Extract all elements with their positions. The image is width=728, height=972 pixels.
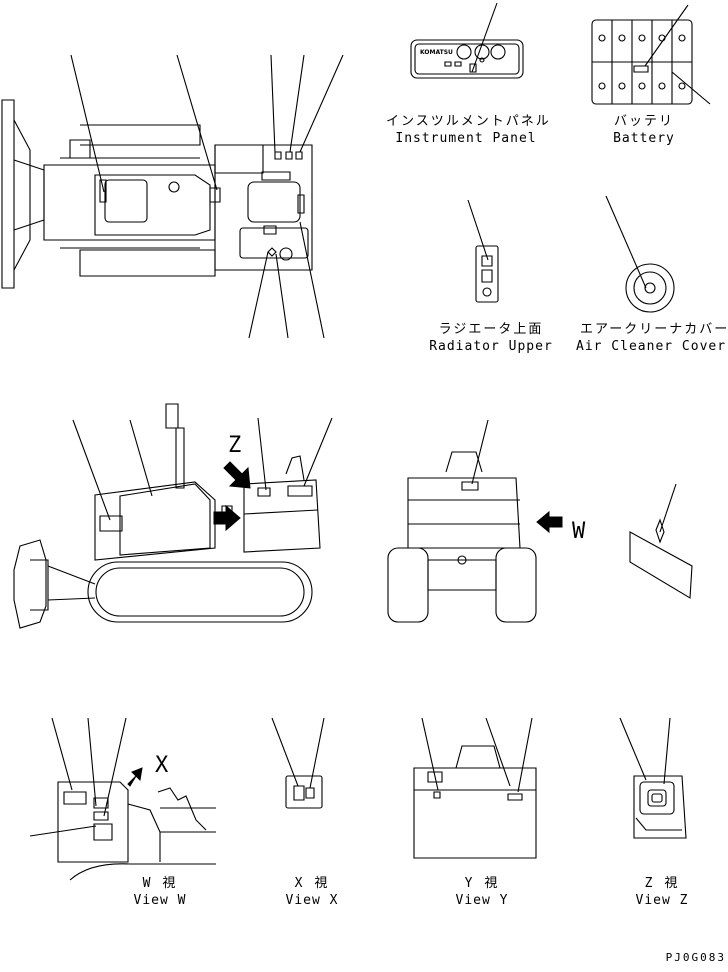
caption-air-cleaner-cover-ja: エアークリーナカバー	[580, 322, 728, 337]
view-letter-x: X	[155, 753, 169, 778]
view-letter-w: W	[572, 519, 586, 544]
caption-radiator-upper-ja: ラジエータ上面	[438, 322, 544, 337]
caption-view-x-ja: X 視	[294, 876, 330, 891]
caption-view-w-ja: W 視	[142, 876, 178, 891]
caption-instrument-panel-en: Instrument Panel	[395, 131, 537, 146]
label-plate-figure	[630, 484, 692, 598]
top-view-bulldozer	[2, 55, 343, 338]
caption-air-cleaner-cover-en: Air Cleaner Cover	[576, 339, 727, 354]
battery-figure	[592, 5, 710, 104]
drawing-code: PJ0G083	[665, 951, 726, 964]
rear-view-bulldozer: W	[388, 420, 586, 622]
caption-view-y-ja: Y 視	[464, 876, 500, 891]
view-y-figure	[414, 718, 536, 858]
radiator-upper-figure	[468, 200, 498, 302]
caption-view-y-en: View Y	[455, 893, 509, 908]
caption-view-w-en: View W	[133, 893, 187, 908]
caption-battery-ja: バッテリ	[613, 114, 674, 129]
side-view-bulldozer: Z	[14, 404, 332, 628]
caption-view-x-en: View X	[285, 893, 339, 908]
instrument-panel-figure: KOMATSU	[411, 3, 523, 78]
panel-logo-text: KOMATSU	[420, 49, 453, 56]
view-letter-z: Z	[228, 433, 241, 458]
view-x-figure	[272, 718, 324, 808]
caption-instrument-panel-ja: インスツルメントパネル	[386, 114, 551, 129]
caption-view-z-ja: Z 視	[644, 876, 680, 891]
caption-view-z-en: View Z	[635, 893, 689, 908]
view-w-figure: X	[30, 718, 216, 880]
air-cleaner-cover-figure	[606, 196, 674, 312]
caption-radiator-upper-en: Radiator Upper	[429, 339, 553, 354]
caption-battery-en: Battery	[613, 131, 675, 146]
view-z-figure	[620, 718, 686, 838]
